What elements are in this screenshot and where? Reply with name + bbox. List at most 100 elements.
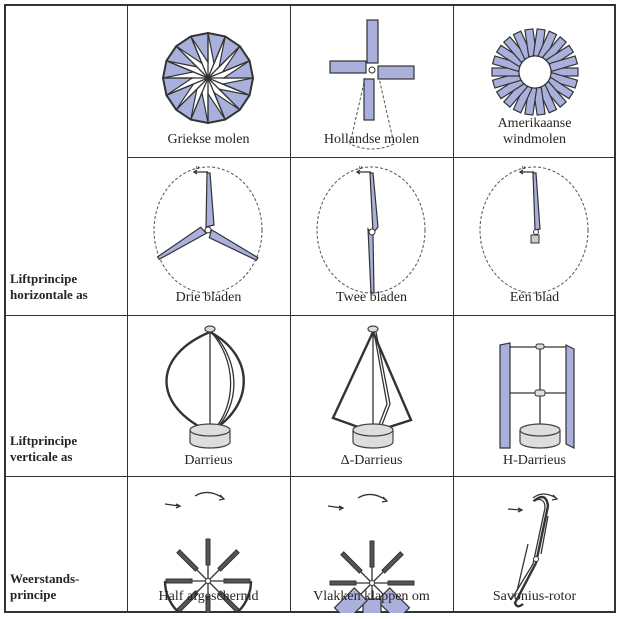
row-label-line: Liftprincipe: [10, 271, 78, 286]
flap-closed: [176, 549, 199, 572]
row-label-line: principe: [10, 587, 57, 602]
caption: Vlakken klappen om: [313, 589, 430, 604]
flap-closed: [387, 580, 415, 586]
velocity-symbol: u: [196, 165, 199, 171]
base-top: [519, 423, 561, 437]
spoke: [175, 45, 209, 79]
row-label-line: verticale as: [10, 449, 73, 464]
cell-hollandse-molen: Hollandse molen: [290, 4, 453, 157]
row-label-line: Weerstands-: [10, 571, 80, 586]
turbine-table: [4, 4, 616, 613]
flap-closed: [217, 590, 240, 613]
blade: [499, 342, 511, 449]
rotation-arrow: [194, 491, 226, 501]
rotor-circle: [479, 166, 589, 294]
arrow: [355, 169, 371, 175]
axis-line: [540, 515, 549, 555]
spoke: [166, 77, 209, 96]
flap-closed: [205, 538, 211, 566]
hub: [535, 343, 545, 350]
axis-line: [516, 543, 529, 592]
hub: [533, 229, 539, 235]
spoke: [166, 60, 209, 79]
cell-drie-bladen: u Drie bladen: [127, 157, 290, 315]
row-label-line: Liftprincipe: [10, 433, 78, 448]
flap-closed: [217, 549, 240, 572]
blade: [369, 172, 379, 235]
wind-arrow: [507, 507, 524, 513]
spoke: [207, 45, 241, 79]
hub: [205, 578, 211, 584]
spoke: [175, 77, 209, 111]
rim: [161, 31, 255, 125]
hub: [204, 325, 216, 333]
caption-line: windmolen: [503, 132, 566, 147]
blade: [532, 172, 541, 231]
hub: [368, 66, 376, 74]
delta-darrieus-drawing: [331, 325, 413, 449]
divider: [127, 157, 616, 158]
flap-closed: [381, 551, 404, 574]
cell-vlakken-klappen-om: Vlakken klappen om: [290, 476, 453, 613]
caption: H-Darrieus: [503, 453, 566, 468]
caption: Hollandse molen: [323, 132, 420, 147]
half-afgeschermd-drawing: [163, 491, 253, 613]
caption: Twee bladen: [336, 290, 407, 305]
blade: [205, 172, 215, 228]
cell-amerikaanse-windmolen: Amerikaanse windmolen: [453, 4, 616, 157]
darrieus-drawing: [165, 325, 245, 449]
spoke: [207, 77, 241, 111]
rotor-circle: [153, 166, 263, 294]
row-label-lift-horizontal: Liftprincipe horizontale as: [10, 271, 88, 303]
blade: [156, 226, 208, 261]
cell-griekse-molen: Griekse molen: [127, 4, 290, 157]
hub: [533, 556, 539, 562]
counterweight: [530, 234, 540, 244]
caption: Δ-Darrieus: [340, 453, 403, 468]
shield: [163, 580, 253, 613]
hub: [369, 580, 375, 586]
caption: Half afgeschermd: [158, 589, 259, 604]
flap-open: [333, 587, 368, 613]
caption: Drie bladen: [175, 290, 242, 305]
hub: [368, 228, 376, 236]
cell-delta-darrieus: Δ-Darrieus: [290, 316, 453, 476]
flap-closed: [165, 578, 193, 584]
h-darrieus-drawing: [499, 342, 575, 449]
blade: [331, 331, 375, 434]
flap-closed: [369, 540, 375, 568]
flap-open: [362, 598, 382, 613]
caption: Darrieus: [184, 453, 233, 468]
cell-savonius-rotor: Savonius-rotor: [453, 476, 616, 613]
base-top: [189, 423, 231, 437]
hollandse-molen-drawing: [329, 19, 415, 150]
drie-bladen-drawing: u: [153, 165, 263, 294]
amerikaanse-windmolen-drawing: [491, 28, 579, 116]
blade: [565, 344, 575, 449]
tower-outline: [349, 77, 395, 150]
rotor-blade-inner: [510, 498, 546, 601]
blade: [209, 330, 245, 434]
blade: [211, 331, 235, 433]
blade: [208, 228, 259, 262]
flap-closed: [205, 596, 211, 613]
velocity-symbol: u: [359, 165, 362, 171]
flap-closed: [223, 578, 251, 584]
arrow: [518, 169, 534, 175]
caption: Savonius-rotor: [492, 589, 577, 604]
hub: [367, 325, 379, 333]
velocity-symbol: u: [522, 165, 525, 171]
twee-bladen-drawing: u: [316, 165, 426, 294]
sail: [363, 78, 375, 121]
flap-closed: [176, 590, 199, 613]
spoke: [207, 36, 226, 79]
spoke: [207, 77, 226, 120]
blade: [210, 331, 232, 433]
wind-arrow: [327, 505, 345, 511]
caption-line: Amerikaanse: [497, 116, 572, 131]
wind-arrow: [164, 503, 182, 509]
blade: [373, 331, 391, 431]
rotation-arrow: [357, 493, 389, 503]
een-blad-drawing: u: [479, 165, 589, 294]
cell-h-darrieus: H-Darrieus: [453, 316, 616, 476]
